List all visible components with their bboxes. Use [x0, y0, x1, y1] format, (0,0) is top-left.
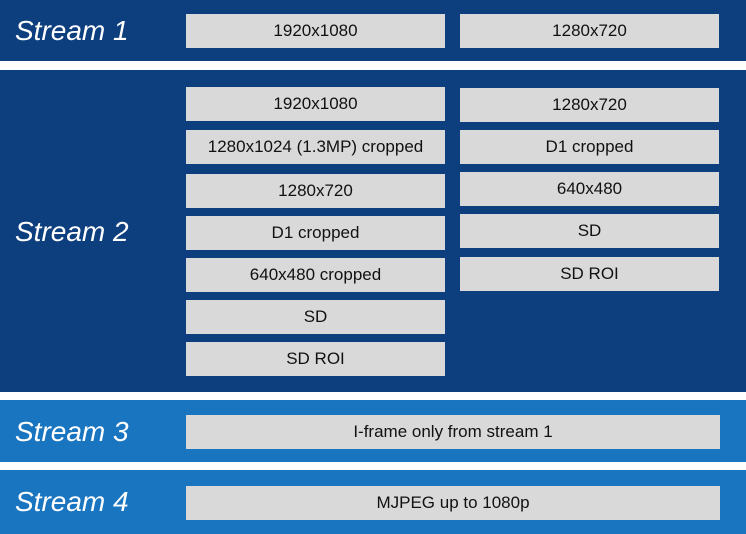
stream-2-left-option-7: SD ROI [186, 342, 445, 376]
stream-2-right-option-2: D1 cropped [460, 130, 719, 164]
stream-2-left-option-6: SD [186, 300, 445, 334]
stream-2-left-option-3: 1280x720 [186, 174, 445, 208]
stream-4-label: Stream 4 [15, 486, 129, 517]
stream-2-left-option-1: 1920x1080 [186, 87, 445, 121]
stream-1-option-1920x1080: 1920x1080 [186, 14, 445, 48]
stream-2-right-option-1: 1280x720 [460, 88, 719, 122]
stream-1-band: Stream 1 1920x1080 1280x720 [0, 0, 746, 61]
stream-2-label: Stream 2 [15, 216, 129, 247]
stream-1-option-1280x720: 1280x720 [460, 14, 719, 48]
stream-4-band: Stream 4 MJPEG up to 1080p [0, 470, 746, 534]
stream-2-band: Stream 2 1920x1080 1280x1024 (1.3MP) cro… [0, 70, 746, 392]
stream-1-label: Stream 1 [15, 15, 129, 46]
stream-2-left-option-5: 640x480 cropped [186, 258, 445, 292]
stream-2-left-option-2: 1280x1024 (1.3MP) cropped [186, 130, 445, 164]
stream-3-label: Stream 3 [15, 416, 129, 447]
stream-2-right-option-5: SD ROI [460, 257, 719, 291]
stream-3-option: I-frame only from stream 1 [186, 415, 720, 449]
stream-2-left-option-4: D1 cropped [186, 216, 445, 250]
stream-4-option: MJPEG up to 1080p [186, 486, 720, 520]
stream-2-right-option-3: 640x480 [460, 172, 719, 206]
stream-3-band: Stream 3 I-frame only from stream 1 [0, 400, 746, 462]
stream-2-right-option-4: SD [460, 214, 719, 248]
